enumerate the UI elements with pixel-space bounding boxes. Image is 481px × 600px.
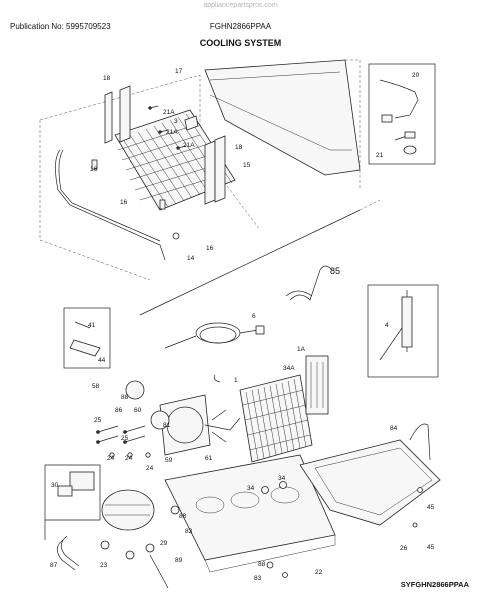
callout-34A: 34A xyxy=(283,365,295,372)
callout-23: 23 xyxy=(100,562,108,569)
diagram-code: SYFGHN2866PPAA xyxy=(400,580,469,589)
section-divider xyxy=(139,209,361,316)
evaporator-assembly xyxy=(39,74,261,281)
callout-30: 30 xyxy=(51,482,59,489)
callout-41: 41 xyxy=(88,322,96,329)
callout-15: 15 xyxy=(243,162,251,169)
dryer-inset xyxy=(367,284,439,378)
callout-21A: 21A xyxy=(166,129,178,136)
callout-34: 34 xyxy=(278,475,286,482)
callout-45: 45 xyxy=(427,504,435,511)
callout-81: 81 xyxy=(163,422,171,429)
callout-85: 85 xyxy=(330,266,340,276)
callout-16: 16 xyxy=(206,245,214,252)
callout-21: 21 xyxy=(376,152,384,159)
drain-tube xyxy=(285,265,333,301)
callout-88: 88 xyxy=(179,513,187,520)
callout-1A: 1A xyxy=(297,346,306,353)
compressor-inset xyxy=(44,464,169,589)
callout-83: 83 xyxy=(185,528,193,535)
section-title: COOLING SYSTEM xyxy=(199,38,282,48)
callout-86: 86 xyxy=(115,407,123,414)
callout-25: 25 xyxy=(121,435,129,442)
callout-88: 88 xyxy=(258,561,266,568)
callout-1: 1 xyxy=(234,377,238,384)
callout-22: 22 xyxy=(315,569,323,576)
evaporator-cover xyxy=(204,59,361,190)
callout-89: 89 xyxy=(175,557,183,564)
callout-84: 84 xyxy=(390,425,398,432)
callout-24: 24 xyxy=(146,465,154,472)
callout-14: 14 xyxy=(187,255,195,262)
callout-25: 25 xyxy=(94,417,102,424)
callout-83: 83 xyxy=(254,575,262,582)
screws xyxy=(96,425,151,458)
callout-59: 59 xyxy=(165,457,173,464)
callout-26: 26 xyxy=(400,545,408,552)
watermark: appliancepartspros.com xyxy=(203,2,278,9)
callout-60: 60 xyxy=(134,407,142,414)
callout-4: 4 xyxy=(385,322,389,329)
base-pan xyxy=(164,454,336,578)
callout-29: 29 xyxy=(160,540,168,547)
callout-16: 16 xyxy=(120,199,128,206)
callout-21A: 21A xyxy=(163,109,175,116)
callout-18: 18 xyxy=(103,75,111,82)
callout-44: 44 xyxy=(98,357,106,364)
callout-6: 6 xyxy=(252,313,256,320)
callout-87: 87 xyxy=(50,562,58,569)
callout-3: 3 xyxy=(174,118,178,125)
callout-21A: 21A xyxy=(183,142,195,149)
grommet-inset xyxy=(63,307,111,369)
power-cord xyxy=(164,322,265,383)
callout-24: 24 xyxy=(125,455,133,462)
condenser-coil xyxy=(239,355,329,463)
condenser-fan xyxy=(125,380,241,456)
callout-58: 58 xyxy=(92,383,100,390)
callout-20: 20 xyxy=(412,72,420,79)
callout-24: 24 xyxy=(107,455,115,462)
callout-61: 61 xyxy=(205,455,213,462)
publication-number: Publication No: 5995709523 xyxy=(10,22,111,31)
callout-18: 18 xyxy=(235,144,243,151)
callout-34: 34 xyxy=(247,485,255,492)
callout-45: 45 xyxy=(427,544,435,551)
drain-pan xyxy=(261,423,441,528)
callout-88: 88 xyxy=(121,394,129,401)
callout-16: 16 xyxy=(90,166,98,173)
model-number: FGHN2866PPAA xyxy=(209,22,272,31)
callout-labels: 18 17 21A 3 21A 21A 18 15 16 16 16 14 20… xyxy=(50,68,435,582)
thermistor-inset xyxy=(368,63,436,165)
callout-17: 17 xyxy=(175,68,183,75)
